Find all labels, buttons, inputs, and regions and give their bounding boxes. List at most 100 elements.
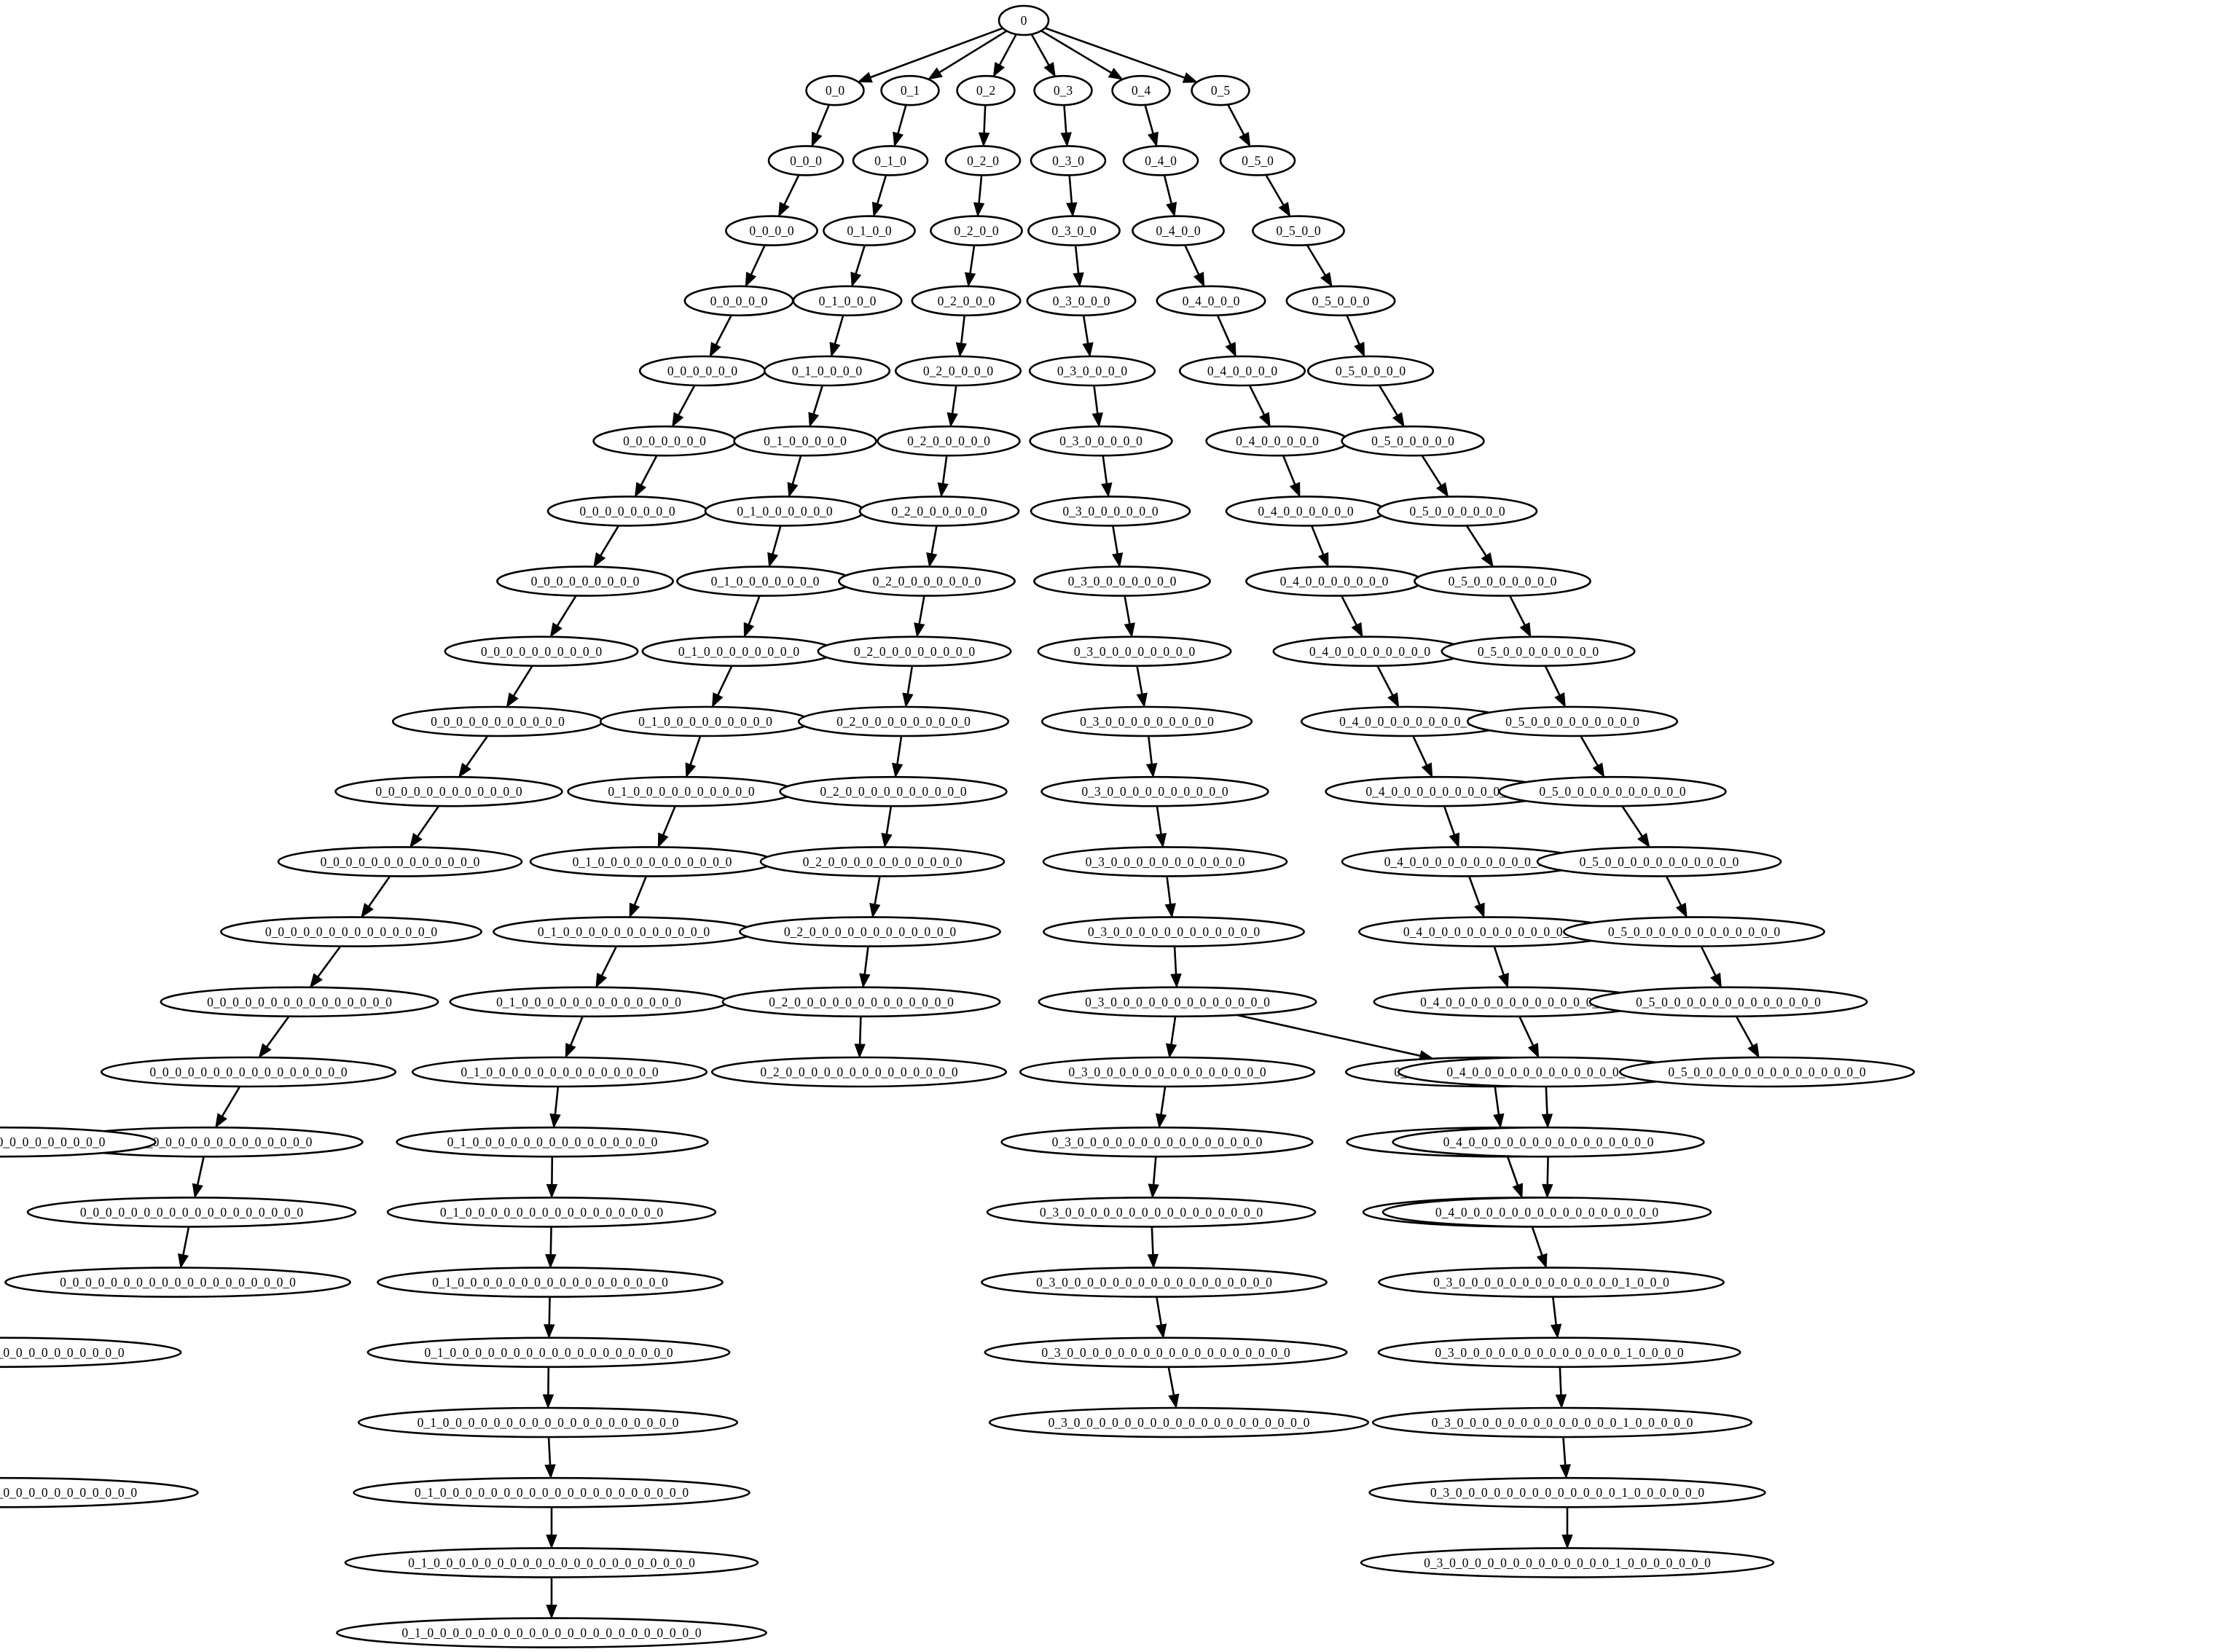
arrowhead-icon [1555,1394,1567,1409]
node-label: 0_4_0_0 [1156,224,1201,238]
node-0_3_0: 0_3_0 [1030,145,1107,176]
arrowhead-icon [1182,72,1199,83]
node-label: 0_4_0_0_0 [1183,294,1240,308]
node-0: 0 [998,4,1050,36]
node-label: 0_3_0_0_0_0_0_0_0_0_0_0_0_0_0_1_0_0_0_0 [1435,1345,1684,1360]
edge-0_0_0_0_0_0_0_0_0_0_0_0_0_0_0_0_0-to-0_0_0_0_0_0_0_0_0_0_0_0_0_0_0_0_0_0 [196,1156,205,1186]
node-0_5_0_0_0_0_0_0_0_0_0_0_0_0_0_0: 0_5_0_0_0_0_0_0_0_0_0_0_0_0_0_0 [1618,1056,1916,1088]
node-label: 0_2_0_0_0_0_0_0_0_0 [854,644,976,659]
node-label: 0_2_0_0_0_0_0_0_0_0_0 [836,714,971,729]
node-0_1_0_0: 0_1_0_0 [823,215,916,246]
node-ellipse [710,1056,1008,1088]
node-0_3_0_0_0_0_0_0_0_0_0_0_0: 0_3_0_0_0_0_0_0_0_0_0_0_0 [1042,846,1288,877]
edge-0_2_0_0_0_0_0_0_0-to-0_2_0_0_0_0_0_0_0_0 [918,595,925,625]
node-ellipse [823,215,916,246]
node-ellipse [1285,285,1396,317]
node-label: 0_3_0_0_0_0_0_0_0_0_0_0_0_0_0_1_0_0_0_0_… [1424,1555,1711,1570]
node-0_0_0_0_0_0_0_0_0_0_0_0_0_0_0_0_0_0_0_0: 0_0_0_0_0_0_0_0_0_0_0_0_0_0_0_0_0_0_0_0 [0,1336,182,1369]
node-label: 0_3_0_0_0_0_0_0_0_0_0_0_0_0_0_0 [1068,1065,1266,1079]
node-ellipse [1132,215,1225,246]
node-0_2_0_0_0_0: 0_2_0_0_0_0 [894,355,1022,387]
edge-0_5_0_0_0_0_0_0_0_0_0_0_0-to-0_5_0_0_0_0_0_0_0_0_0_0_0_0 [1665,875,1682,907]
edge-0_4_0_0_0_0_0-to-0_4_0_0_0_0_0_0 [1282,455,1296,485]
node-label: 0_2_0_0_0 [938,294,995,308]
node-ellipse [1219,145,1296,176]
node-ellipse [767,145,844,176]
node-ellipse [725,215,818,246]
node-label: 0_1_0_0 [847,224,892,238]
node-label: 0_0_0_0_0 [710,294,768,308]
node-0_4_0_0_0_0_0_0_0_0_0: 0_4_0_0_0_0_0_0_0_0_0 [1300,705,1513,737]
node-ellipse [779,775,1008,807]
node-label: 0 [1021,13,1027,28]
node-label: 0_1_0_0_0_0_0_0_0_0_0_0_0_0_0_0_0_0_0_0_… [415,1485,689,1500]
node-ellipse [944,145,1022,176]
arrowhead-icon [1170,973,1182,989]
node-ellipse [1028,355,1156,387]
node-ellipse [357,1406,739,1438]
node-label: 0_2_0_0_0_0_0_0_0_0_0_0_0 [803,854,963,869]
node-label: 0_2 [976,83,995,98]
node-label: 0_3_0_0_0_0_0_0_0 [1068,574,1177,589]
arrowhead-icon [1147,1253,1159,1269]
edge-0_3_0_0_0_0_0_0_0_0_0_0_0_0_0_1_0_0_0_0-to-0_3_0_0_0_0_0_0_0_0_0_0_0_0_0_1_0_0_0_0_0 [1559,1366,1562,1395]
arrowhead-icon [1498,972,1509,989]
node-0_1_0_0_0_0: 0_1_0_0_0_0 [763,355,891,387]
edge-0_4_0_0-to-0_4_0_0_0 [1184,244,1200,275]
arrowhead-icon [1519,622,1532,638]
edge-0_1_0-to-0_1_0_0 [876,174,887,204]
node-0_4_0_0_0_0_0_0: 0_4_0_0_0_0_0_0 [1225,496,1387,527]
arrowhead-icon [893,131,904,147]
node-ellipse [1378,1267,1725,1298]
arrowhead-icon [549,1113,561,1129]
node-label: 0_1_0_0_0_0_0_0_0_0_0 [638,714,772,729]
node-label: 0_1_0_0_0_0_0_0_0_0_0_0_0_0_0_0_0_0_0 [432,1275,668,1290]
node-0_0_0_0_0_0_0_0_0_0: 0_0_0_0_0_0_0_0_0_0 [444,635,639,668]
node-label: 0_1_0_0_0_0_0_0_0_0_0_0_0 [573,854,732,869]
arrowhead-icon [859,973,871,989]
node-label: 0_3_0_0_0_0 [1057,364,1128,378]
edge-0_0_0_0_0_0_0_0_0-to-0_0_0_0_0_0_0_0_0_0 [556,595,577,627]
arrowhead-icon [1278,202,1291,218]
node-0_5: 0_5 [1191,74,1250,106]
node-ellipse [1037,635,1232,668]
node-0_0_0_0: 0_0_0_0 [725,215,818,246]
node-label: 0_2_0_0_0_0 [923,364,994,378]
arrowhead-icon [1155,1113,1167,1129]
arrowhead-icon [544,1324,555,1339]
node-0_2_0_0_0_0_0_0_0_0_0: 0_2_0_0_0_0_0_0_0_0_0 [797,705,1010,737]
edge-0-to-0_4 [1040,30,1112,74]
node-0_5_0: 0_5_0 [1219,145,1296,176]
node-0_1_0_0_0_0_0_0: 0_1_0_0_0_0_0_0 [704,496,866,527]
node-label: 0_1_0_0_0_0_0_0 [737,504,833,518]
node-label: 0_4_0_0_0_0_0_0_0 [1280,574,1389,589]
edge-0_0_0_0_0-to-0_0_0_0_0_0 [715,315,732,345]
arrowhead-icon [1536,1253,1548,1269]
edge-0_0_0-to-0_0_0_0 [783,174,800,205]
node-ellipse [1306,355,1435,387]
arrowhead-icon [685,762,697,778]
node-ellipse [1027,215,1121,246]
edge-0_2_0_0_0_0_0_0_0_0_0_0_0_0-to-0_2_0_0_0_0_0_0_0_0_0_0_0_0_0 [863,946,869,975]
node-ellipse [1111,74,1171,106]
node-ellipse [733,425,877,457]
node-ellipse [894,355,1022,387]
node-label: 0_5_0_0_0_0 [1336,364,1406,378]
edge-0_1_0_0_0_0_0_0_0_0_0_0_0_0_0_0_0_0_0-to-0_1_0_0_0_0_0_0_0_0_0_0_0_0_0_0_0_0_0_0 [548,1296,551,1325]
node-label: 0_1_0_0_0_0_0_0_0_0_0_0_0_0_0_0_0_0 [440,1205,664,1219]
arrowhead-icon [1481,552,1494,568]
node-0_2_0_0_0_0_0_0_0_0: 0_2_0_0_0_0_0_0_0_0 [817,635,1012,668]
node-ellipse [1042,846,1288,877]
node-label: 0_4_0_0_0_0_0 [1236,434,1319,448]
node-ellipse [1414,565,1591,597]
node-0_5_0_0_0_0_0_0_0_0_0: 0_5_0_0_0_0_0_0_0_0_0 [1466,705,1679,737]
node-0_3_0_0_0_0_0_0_0_0_0_0_0_0_0_0_0_0_0_0_0: 0_3_0_0_0_0_0_0_0_0_0_0_0_0_0_0_0_0_0_0_… [988,1406,1370,1438]
edge-0_3_0_0_0_0_0_0_0_0_0_0_0_0_0_1_0-to-0_3_0_0_0_0_0_0_0_0_0_0_0_0_0_1_0_0 [1506,1156,1519,1186]
node-label: 0_0_0 [790,153,822,168]
arrowhead-icon [1449,832,1460,848]
node-ellipse [1033,74,1093,106]
arrowhead-icon [1148,1183,1159,1199]
node-0_0_0_0_0_0_0_0_0_0_0_0_0_0_0_0_0_0: 0_0_0_0_0_0_0_0_0_0_0_0_0_0_0_0_0_0 [26,1197,357,1228]
edge-0_0_0_0_0_0_0_0-to-0_0_0_0_0_0_0_0_0 [600,525,620,556]
edge-0_0_0_0-to-0_0_0_0_0 [750,244,766,275]
